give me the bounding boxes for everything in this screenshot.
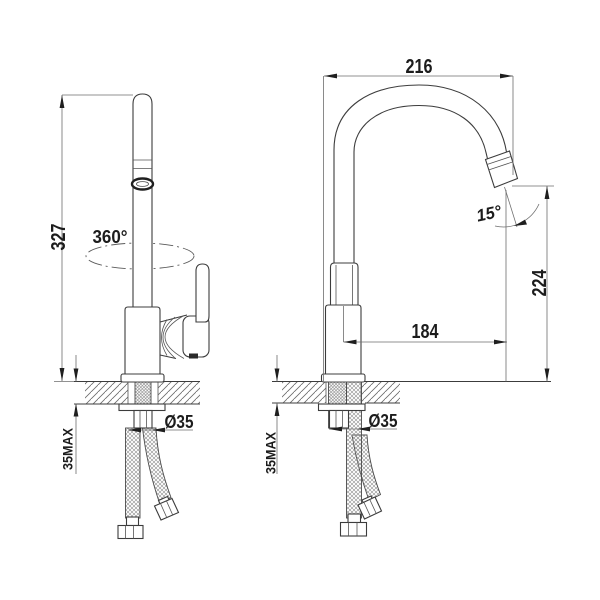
dim-224-arrow-up [544, 186, 550, 199]
dim-35max-left-label: 35MAX [60, 427, 76, 470]
dim-35max-right-arrow-down [274, 368, 280, 382]
base-flange [120, 373, 165, 383]
hose2-nut-facets [363, 499, 377, 516]
right-mounting-hardware [317, 381, 383, 537]
base-flange [320, 373, 366, 383]
hose-end-nut [117, 524, 144, 540]
dim-224-label: 224 [529, 269, 551, 297]
neck-fan-arc [162, 316, 176, 359]
dim-327-arrow-down [59, 368, 65, 381]
aerator-band-lines [486, 156, 513, 171]
dim-d35-left-arrow2 [152, 427, 165, 433]
hose-collar [125, 516, 140, 527]
dim-327-label: 327 [48, 224, 70, 251]
right-countertop [272, 380, 551, 404]
neck-fan-arc [164, 315, 185, 359]
dim-d35-right-label: Ø35 [369, 411, 398, 431]
dim-15deg-axis-line [504, 186, 518, 228]
mounting-nut-facets [139, 410, 147, 428]
dim-d35-right-arrow2 [357, 426, 370, 432]
gooseneck-outer-curve [333, 84, 510, 263]
handle-lever [195, 263, 210, 323]
vertical-supply-hose [346, 381, 362, 519]
spout-tube [132, 93, 153, 307]
aerator-inner [136, 181, 149, 187]
mounting-nut [328, 409, 350, 429]
right-dimensions: 216 224 184 15° 35MAX Ø35 [263, 56, 554, 474]
right-view: 216 224 184 15° 35MAX Ø35 [263, 56, 554, 537]
dim-224-arrow-down [544, 368, 550, 382]
mounting-nut-facets [335, 410, 343, 428]
dim-d35-left-label: Ø35 [165, 412, 194, 432]
dim-327-line [54, 94, 133, 382]
dim-216-label: 216 [406, 56, 433, 78]
hose2-nut-facets [160, 500, 173, 518]
dim-15deg-label: 15° [475, 202, 504, 226]
riser-collar [329, 262, 359, 305]
dim-d35-left-arrow [128, 427, 141, 433]
dim-184-line [343, 190, 507, 382]
dim-35max-left-arrow-up [73, 403, 79, 417]
dim-327-arrow-up [59, 95, 65, 108]
mounting-washer [118, 403, 166, 412]
gooseneck-inner-curve [353, 104, 490, 263]
countertop-hatch [361, 381, 400, 403]
dim-216-arrow-right [500, 73, 513, 79]
dim-d35-right-arrow [329, 426, 342, 432]
hose-end-nut-facets [348, 522, 358, 536]
dim-184-label: 184 [412, 321, 440, 343]
faucet-body [124, 306, 161, 376]
mounting-washer [317, 403, 366, 412]
left-view: 327 360° 35MAX Ø35 [48, 93, 210, 540]
left-mounting-hardware [117, 381, 180, 540]
left-dimensions: 327 360° 35MAX Ø35 [48, 94, 194, 474]
neck-bottom-line [159, 354, 177, 360]
hose-collar [347, 513, 362, 524]
hose2-end-nut [357, 496, 383, 520]
riser-collar-inner-lines [335, 265, 353, 305]
dim-35max-left-arrow-down [73, 368, 79, 382]
dim-216-arrow-left [324, 73, 337, 79]
hose-end-nut-facets [125, 525, 134, 539]
dim-184-arrow-left [343, 339, 357, 345]
mount-hole-walls [127, 381, 159, 404]
left-countertop [74, 380, 200, 405]
dim-184-arrow-right [494, 339, 507, 345]
hose-end-nut [339, 521, 368, 537]
dim-15deg-arrow [514, 219, 527, 226]
curved-supply-hose [141, 427, 172, 504]
left-faucet [120, 93, 210, 383]
mounting-nut [133, 409, 153, 429]
tube-band-lines [133, 159, 152, 169]
vertical-supply-hose [125, 427, 141, 519]
dim-216-line [323, 75, 514, 382]
aerator-tip [484, 150, 519, 189]
dim-35max-right-arrow-up [274, 403, 280, 416]
countertop-hatch [85, 381, 128, 404]
neck-fan-arc [161, 319, 168, 356]
countertop-hatch [158, 381, 200, 404]
dim-35max-right-label: 35MAX [263, 431, 279, 474]
countertop-hatch [282, 381, 326, 403]
dim-360-label: 360° [93, 227, 128, 247]
spout-outlet [189, 353, 198, 359]
